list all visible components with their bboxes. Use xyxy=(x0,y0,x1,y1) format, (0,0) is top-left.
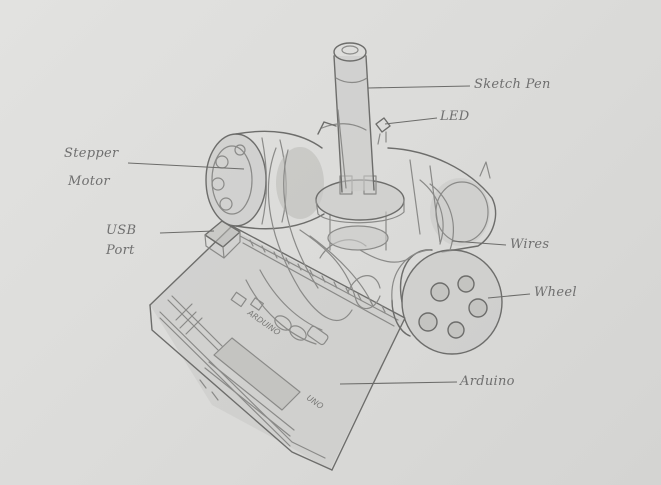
right-motor xyxy=(387,147,497,253)
led xyxy=(317,117,391,145)
leader-wires xyxy=(451,240,507,246)
label-wires: Wires xyxy=(510,237,550,252)
label-sketch-pen: Sketch Pen xyxy=(474,77,551,92)
label-wheel: Wheel xyxy=(534,285,577,300)
sketch-pen xyxy=(333,42,375,193)
leader-stepper-motor xyxy=(127,162,245,170)
label-usb-port-line1: USB xyxy=(106,223,137,238)
leader-wheel xyxy=(487,293,531,299)
leader-arduino xyxy=(339,381,458,385)
leader-usb-port xyxy=(159,230,215,234)
label-arduino: Arduino xyxy=(460,374,515,389)
label-stepper-motor-line1: Stepper xyxy=(64,146,119,161)
label-usb-port-line2: Port xyxy=(106,243,135,258)
label-led: LED xyxy=(440,109,470,124)
arduino-board: ARDUINO UNO xyxy=(149,225,406,471)
leader-led xyxy=(384,117,438,125)
leader-sketch-pen xyxy=(367,85,471,89)
usb-port xyxy=(204,220,241,259)
stepper-motor xyxy=(205,130,325,230)
wheel xyxy=(391,249,503,355)
wires xyxy=(245,147,454,345)
label-stepper-motor-line2: Motor xyxy=(68,174,110,189)
